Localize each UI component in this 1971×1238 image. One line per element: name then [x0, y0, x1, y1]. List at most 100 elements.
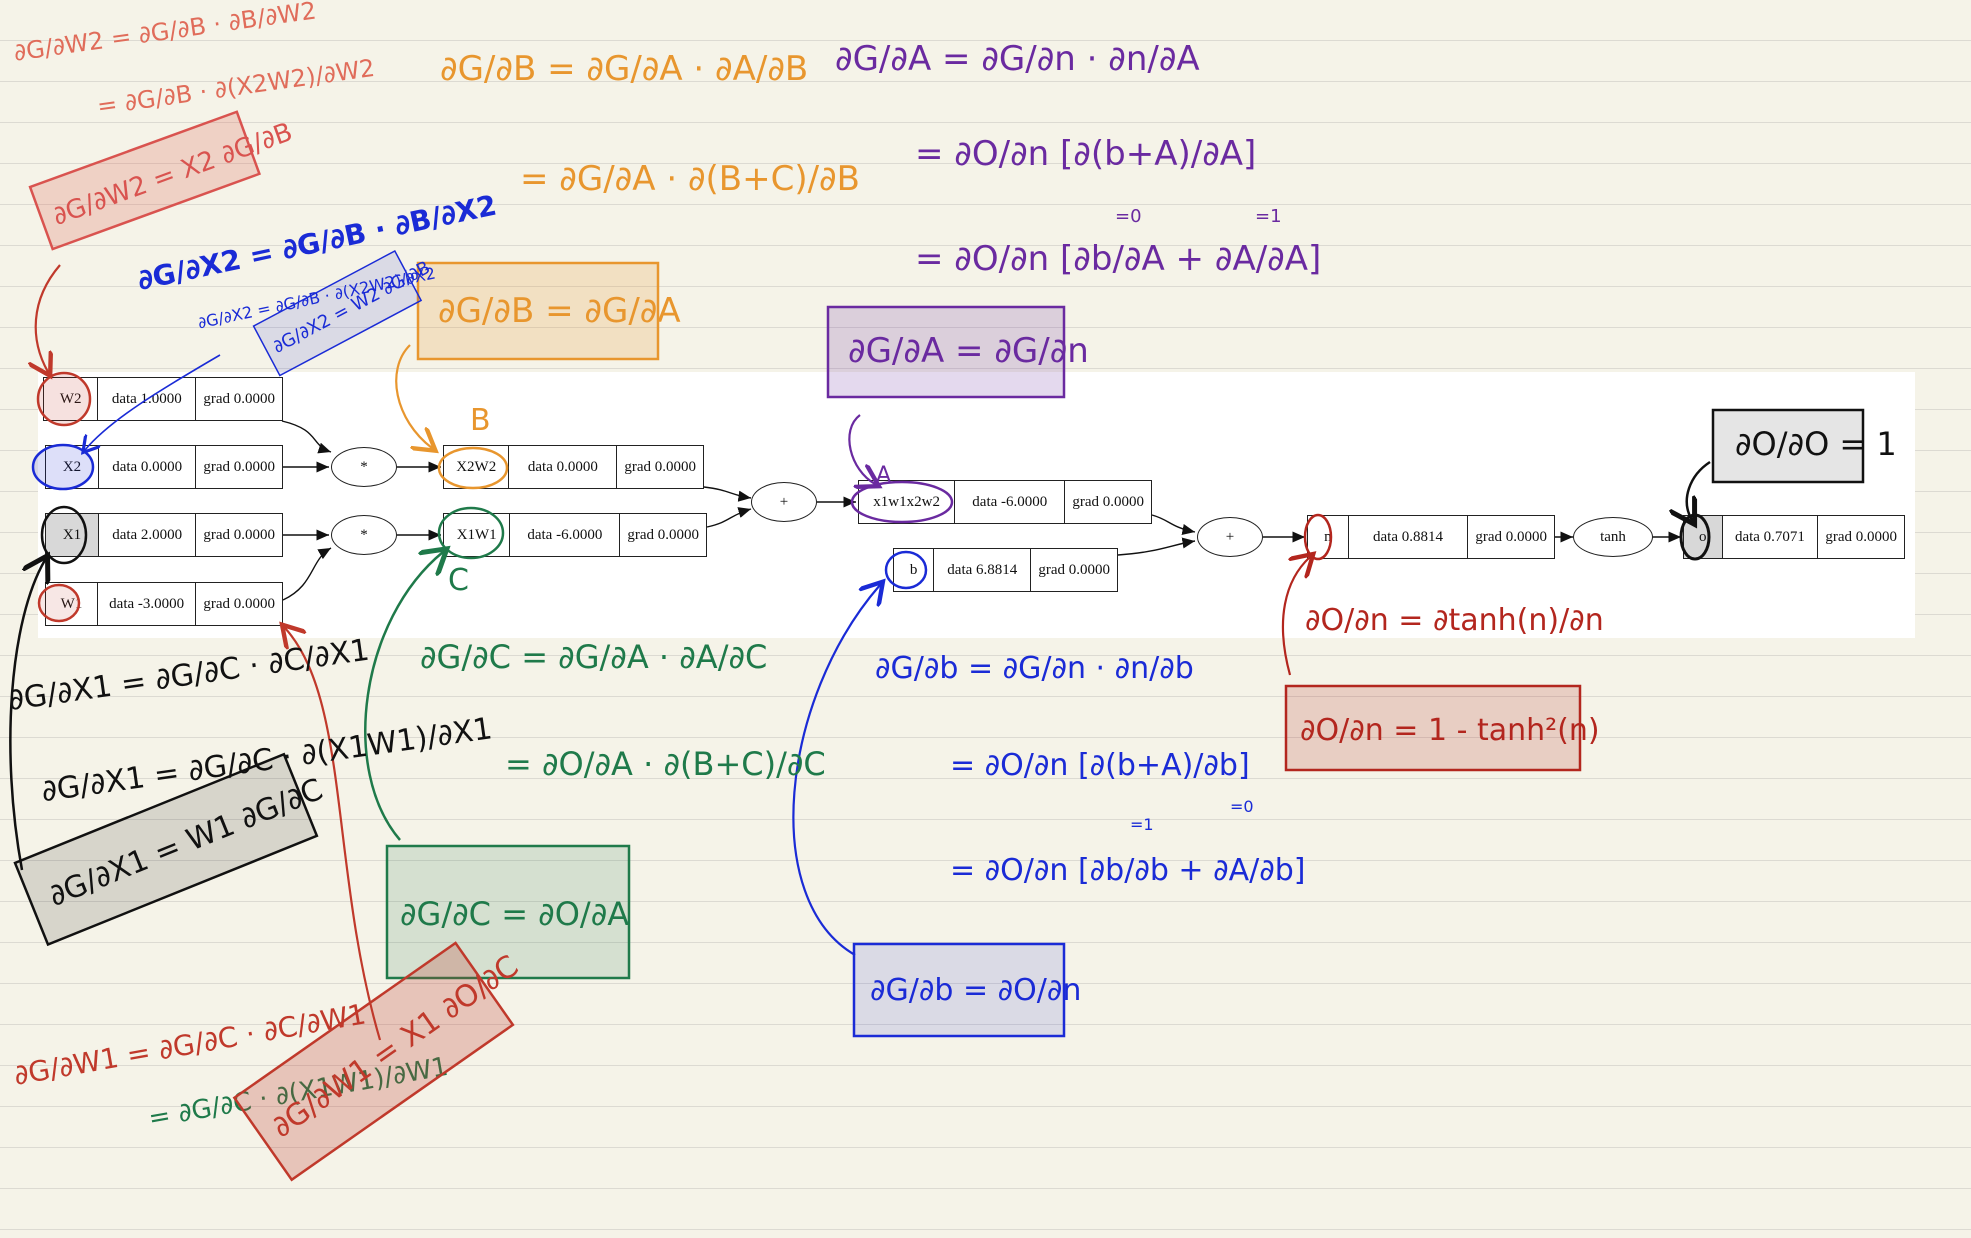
node-grad: grad 0.0000 [1072, 493, 1144, 510]
green-box [385, 844, 631, 980]
blue-b-eq-2: = ∂O/∂n [∂(b+A)/∂b] [950, 748, 1250, 783]
edge-w2-mul1 [281, 420, 332, 454]
purple-one: =1 [1255, 206, 1282, 227]
node-label: W1 [46, 583, 98, 625]
node-grad: grad 0.0000 [1038, 561, 1110, 578]
blue-b-zero: =0 [1230, 797, 1254, 816]
node-data: data -3.0000 [98, 583, 197, 625]
black-x1-eq-1: ∂G/∂X1 = ∂G/∂C · ∂C/∂X1 [6, 633, 371, 718]
blue-b-eq-3: = ∂O/∂n [∂b/∂b + ∂A/∂b] [950, 853, 1306, 888]
orange-eq-1: ∂G/∂B = ∂G/∂A · ∂A/∂B [440, 49, 808, 89]
circle-x1w1 [437, 506, 505, 560]
arrow-blue-b [792, 585, 880, 956]
circle-x2 [31, 443, 95, 491]
arrow-blue-x2 [85, 354, 221, 450]
red-n-box [1284, 684, 1582, 772]
blue-b-box-text: ∂G/∂b = ∂O/∂n [870, 973, 1081, 1008]
green-eq-1: ∂G/∂C = ∂G/∂A · ∂A/∂C [420, 638, 767, 676]
green-c-label: C [448, 563, 469, 598]
node-data: data 0.0000 [99, 446, 197, 488]
node-grad: grad 0.0000 [203, 390, 275, 407]
node-data: data 0.8814 [1349, 516, 1469, 558]
orange-eq-2: = ∂G/∂A · ∂(B+C)/∂B [520, 159, 860, 199]
red-n-eq-1: ∂O/∂n = ∂tanh(n)/∂n [1305, 603, 1604, 638]
purple-eq-3: = ∂O/∂n [∂b/∂A + ∂A/∂A] [915, 239, 1321, 279]
red-tl-eq-1: ∂G/∂W2 = ∂G/∂B · ∂B/∂W2 [12, 0, 318, 67]
node-grad: grad 0.0000 [1475, 528, 1547, 545]
node-grad: grad 0.0000 [203, 526, 275, 543]
node-data: data 6.8814 [934, 549, 1032, 591]
node-label: x1w1x2w2 [859, 481, 956, 523]
circle-w1 [37, 583, 81, 623]
purple-box [826, 305, 1066, 399]
node-n: n data 0.8814 grad 0.0000 [1307, 515, 1555, 559]
op-mul-2: * [331, 515, 397, 555]
circle-o [1679, 513, 1711, 561]
op-add-2: + [1197, 517, 1263, 557]
node-grad: grad 0.0000 [1825, 528, 1897, 545]
blue-b-eq-1: ∂G/∂b = ∂G/∂n · ∂n/∂b [875, 651, 1194, 686]
circle-x1w1x2w2 [850, 480, 954, 524]
arrow-black-x1 [9, 560, 45, 871]
node-data: data -6.0000 [955, 481, 1066, 523]
arrow-green-x1w1 [364, 552, 443, 841]
arrow-orange-b [395, 344, 432, 448]
arrow-black-o [1687, 460, 1711, 520]
node-x1w1x2w2: x1w1x2w2 data -6.0000 grad 0.0000 [858, 480, 1152, 524]
green-box-text: ∂G/∂C = ∂O/∂A [400, 895, 629, 933]
node-grad: grad 0.0000 [203, 595, 275, 612]
node-label: X2 [46, 446, 100, 488]
arrow-red-w1 [285, 628, 382, 1041]
circle-w2 [36, 371, 92, 427]
orange-box-text: ∂G/∂B = ∂G/∂A [438, 291, 681, 331]
purple-eq-1: ∂G/∂A = ∂G/∂n · ∂n/∂A [835, 39, 1200, 79]
node-data: data 0.7071 [1723, 516, 1819, 558]
node-x2w2: X2W2 data 0.0000 grad 0.0000 [443, 445, 704, 489]
edge-x2w2-add1 [703, 486, 752, 502]
arrow-crimson-n [1281, 557, 1310, 676]
blue-b-box [852, 942, 1066, 1038]
circle-n [1303, 513, 1333, 561]
node-label: W2 [44, 378, 99, 420]
node-x1w1: X1W1 data -6.0000 grad 0.0000 [443, 513, 707, 557]
edge-w1-mul2 [282, 547, 332, 601]
purple-eq-2: = ∂O/∂n [∂(b+A)/∂A] [915, 134, 1256, 174]
arrow-red-tl [36, 264, 61, 372]
blue-x2-box [252, 249, 423, 377]
node-data: data 0.0000 [509, 446, 618, 488]
node-b: b data 6.8814 grad 0.0000 [893, 548, 1118, 592]
blue-b-one: =1 [1130, 815, 1154, 834]
node-data: data 2.0000 [99, 514, 197, 556]
purple-zero: =0 [1115, 206, 1142, 227]
purple-a-label: A [876, 463, 891, 488]
circle-x1 [40, 505, 88, 565]
node-grad: grad 0.0000 [624, 458, 696, 475]
edge-b-add2 [1117, 537, 1196, 556]
node-label: X1 [46, 514, 100, 556]
node-w2: W2 data 1.0000 grad 0.0000 [43, 377, 283, 421]
node-grad: grad 0.0000 [203, 458, 275, 475]
circle-b [884, 550, 928, 590]
edge-x1w1-add1 [706, 507, 752, 528]
node-label: X2W2 [444, 446, 510, 488]
node-grad: grad 0.0000 [627, 526, 699, 543]
black-box-top-text: ∂O/∂O = 1 [1735, 425, 1897, 463]
black-box-top [1711, 408, 1865, 484]
op-mul-1: * [331, 447, 397, 487]
green-eq-2: = ∂O/∂A · ∂(B+C)/∂C [505, 745, 826, 783]
node-label: n [1308, 516, 1349, 558]
red-w1-box [232, 941, 515, 1182]
black-x1-box [13, 752, 319, 947]
node-x1: X1 data 2.0000 grad 0.0000 [45, 513, 283, 557]
red-tl-box [28, 110, 261, 251]
red-tl-eq-2: = ∂G/∂B · ∂(X2W2)/∂W2 [95, 54, 376, 121]
op-add-1: + [751, 482, 817, 522]
circle-x2w2 [437, 446, 509, 490]
node-w1: W1 data -3.0000 grad 0.0000 [45, 582, 283, 626]
node-label: b [894, 549, 935, 591]
orange-b-label: B [470, 403, 491, 438]
orange-box [416, 261, 660, 361]
